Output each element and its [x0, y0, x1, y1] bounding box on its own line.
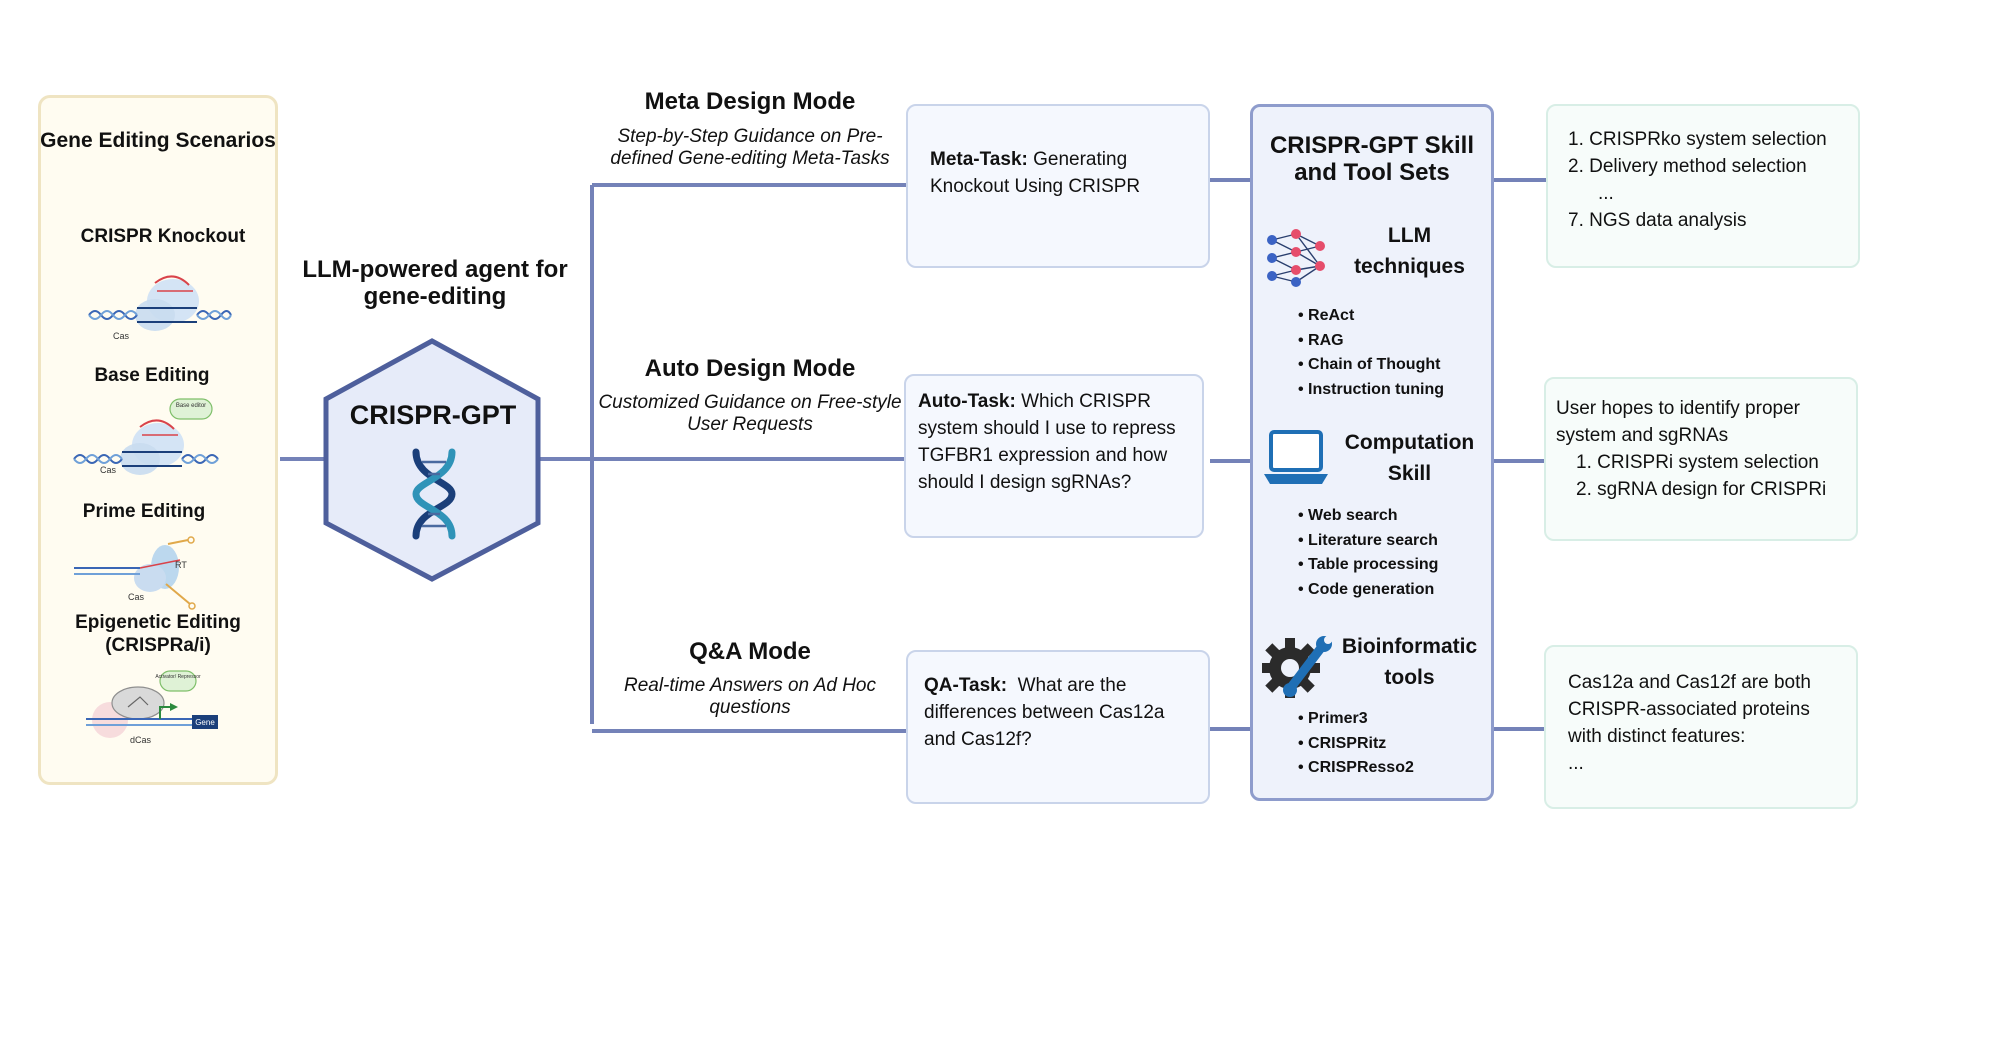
skill-heading-computation: Computation Skill [1344, 431, 1475, 485]
output-box-auto: User hopes to identify proper system and… [1544, 377, 1858, 541]
output-text: Cas12a and Cas12f are both CRISPR-associ… [1568, 672, 1811, 747]
output-line: 1. CRISPRko system selection [1568, 129, 1827, 150]
agent-title: LLM-powered agent for gene-editing [302, 256, 568, 310]
output-box-qa: Cas12a and Cas12f are both CRISPR-associ… [1544, 645, 1858, 809]
task-label-qa: QA-Task: [924, 675, 1008, 696]
mode-title-auto: Auto Design Mode [644, 355, 856, 382]
mode-title-qa: Q&A Mode [689, 638, 811, 665]
output-ellipsis: ... [1568, 753, 1584, 774]
scenario-label-epigenetic: Epigenetic Editing (CRISPRa/i) [75, 612, 241, 656]
skill-list-bioinformatic: • Primer3 • CRISPRitz • CRISPResso2 [1298, 707, 1414, 781]
task-label-meta: Meta-Task: [930, 149, 1028, 170]
skill-item: • Code generation [1298, 580, 1435, 598]
tag-gene: Gene [195, 718, 215, 727]
output-box-meta: 1. CRISPRko system selection 2. Delivery… [1546, 104, 1860, 268]
task-box-qa: QA-Task: What are the differences betwee… [906, 650, 1210, 804]
mode-subtitle-meta: Step-by-Step Guidance on Pre-defined Gen… [610, 126, 890, 169]
skill-list-llm: • ReAct • RAG • Chain of Thought • Instr… [1298, 304, 1444, 402]
skill-item: • RAG [1298, 331, 1344, 349]
laptop-icon [1264, 430, 1328, 484]
skill-item: • Chain of Thought [1298, 356, 1441, 373]
output-line: 2. sgRNA design for CRISPRi [1576, 479, 1827, 500]
task-text-qa: What are the differences between Cas12a … [924, 675, 1165, 750]
skill-item: • Primer3 [1298, 710, 1368, 727]
crispr-knockout-illustration: Cas [88, 275, 232, 341]
mode-subtitle-qa: Real-time Answers on Ad Hoc questions [623, 675, 877, 718]
output-intro: User hopes to identify proper system and… [1556, 398, 1800, 446]
scenario-label-knockout: CRISPR Knockout [80, 226, 246, 247]
mode-title-meta: Meta Design Mode [644, 88, 856, 115]
tag-rt: RT [175, 560, 187, 570]
skill-panel-title: CRISPR-GPT Skill and Tool Sets [1269, 132, 1475, 186]
gear-wrench-icon [1262, 636, 1332, 698]
scenarios-title: Gene Editing Scenarios [40, 129, 276, 152]
agent-name: CRISPR-GPT [349, 400, 517, 430]
agent-hexagon [323, 338, 541, 582]
skill-list-computation: • Web search • Literature search • Table… [1298, 504, 1438, 602]
skill-heading-llm: LLM techniques [1354, 224, 1465, 278]
skill-item: • Literature search [1298, 531, 1438, 549]
skill-item: • Instruction tuning [1298, 380, 1445, 398]
task-box-meta: Meta-Task: Generating Knockout Using CRI… [906, 104, 1210, 268]
dna-icon [412, 448, 456, 540]
tag-cas-prime: Cas [128, 592, 145, 602]
mode-subtitle-auto: Customized Guidance on Free-style User R… [598, 392, 902, 435]
tag-cas: Cas [113, 331, 130, 341]
skill-item: • Table processing [1298, 556, 1439, 573]
scenario-label-prime: Prime Editing [82, 501, 206, 522]
scenario-label-base: Base Editing [94, 365, 210, 386]
prime-editing-illustration: RT Cas [74, 536, 196, 610]
tag-dcas: dCas [130, 735, 152, 745]
tag-cas-base: Cas [100, 465, 117, 475]
task-box-auto: Auto-Task: Which CRISPR system should I … [904, 374, 1204, 538]
output-line: ... [1598, 183, 1614, 204]
task-text-meta: Generating Knockout Using CRISPR [930, 149, 1141, 197]
task-text-auto: Which CRISPR system should I use to repr… [918, 391, 1176, 493]
epigenetic-editing-illustration: Activator/ Repressor Gene dCas [86, 670, 218, 745]
base-editing-illustration: Base editor Cas [73, 398, 219, 475]
task-label-auto: Auto-Task: [918, 391, 1016, 412]
skill-item: • CRISPRitz [1298, 734, 1387, 752]
output-line: 7. NGS data analysis [1568, 210, 1747, 231]
skill-item: • ReAct [1298, 307, 1355, 324]
svg-text:Activator/ Repressor: Activator/ Repressor [155, 674, 201, 680]
output-line: 2. Delivery method selection [1568, 156, 1807, 177]
neural-network-icon [1267, 229, 1325, 287]
skill-item: • Web search [1298, 507, 1398, 524]
skill-item: • CRISPResso2 [1298, 759, 1414, 776]
skill-heading-bioinformatic: Bioinformatic tools [1341, 635, 1478, 689]
output-line: 1. CRISPRi system selection [1576, 452, 1819, 473]
svg-text:Base editor: Base editor [176, 403, 206, 409]
